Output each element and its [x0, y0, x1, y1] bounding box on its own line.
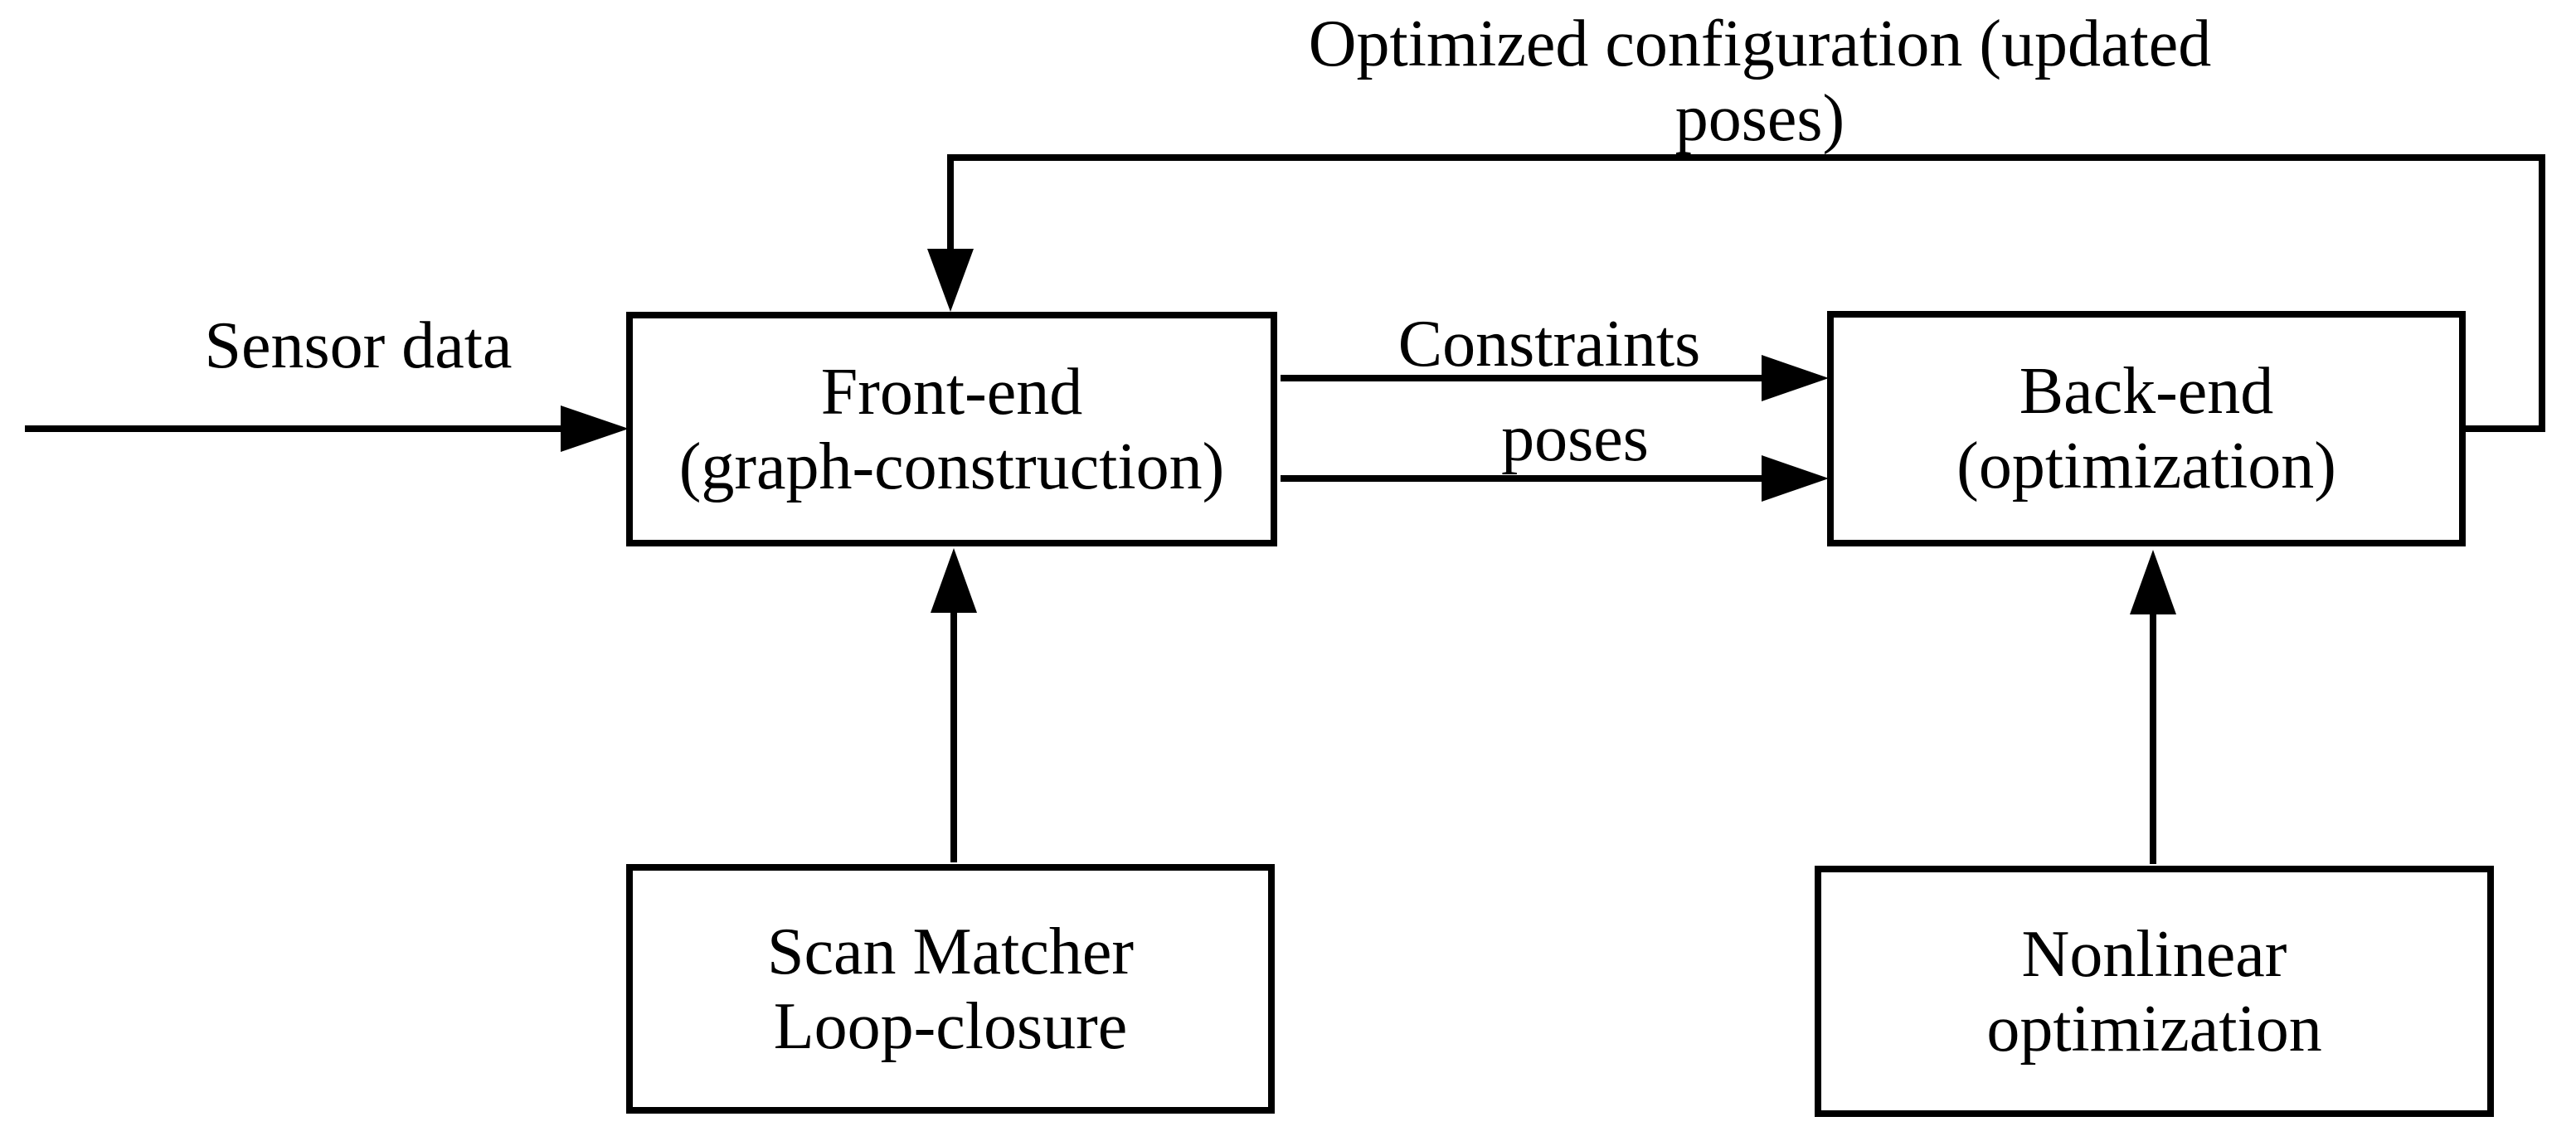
node-nonlinear-optimization: Nonlinear optimization — [1815, 866, 2494, 1117]
constraints-arrowhead — [1762, 355, 1829, 401]
node-scan-matcher-title: Scan Matcher — [766, 915, 1135, 988]
node-scan-matcher-subtitle: Loop-closure — [773, 989, 1128, 1063]
feedback-arrowhead — [927, 249, 974, 312]
node-nonlinear-subtitle: optimization — [1986, 992, 2322, 1066]
node-nonlinear-title: Nonlinear — [2021, 917, 2287, 991]
sensor-data-label: Sensor data — [204, 309, 513, 382]
poses-arrowhead — [1762, 455, 1829, 502]
node-back-end: Back-end (optimization) — [1827, 311, 2466, 546]
poses-label: poses — [1501, 402, 1649, 475]
feedback-arrow-line — [947, 154, 2545, 432]
node-front-end-title: Front-end — [820, 355, 1083, 429]
node-front-end-subtitle: (graph-construction) — [678, 430, 1225, 503]
node-back-end-title: Back-end — [2019, 355, 2274, 428]
nonlinear-arrowhead — [2130, 550, 2176, 614]
node-back-end-subtitle: (optimization) — [1956, 430, 2336, 503]
optimized-configuration-label: Optimized configuration (updated poses) — [1179, 7, 2340, 156]
sensor-data-arrowhead — [561, 405, 629, 452]
node-scan-matcher: Scan Matcher Loop-closure — [626, 864, 1275, 1114]
optimized-configuration-label-line1: Optimized configuration (updated — [1308, 7, 2212, 80]
node-front-end: Front-end (graph-construction) — [626, 312, 1277, 546]
scan-matcher-arrowhead — [931, 548, 977, 613]
optimized-configuration-label-line2: poses) — [1674, 82, 1845, 155]
constraints-label: Constraints — [1397, 308, 1701, 381]
